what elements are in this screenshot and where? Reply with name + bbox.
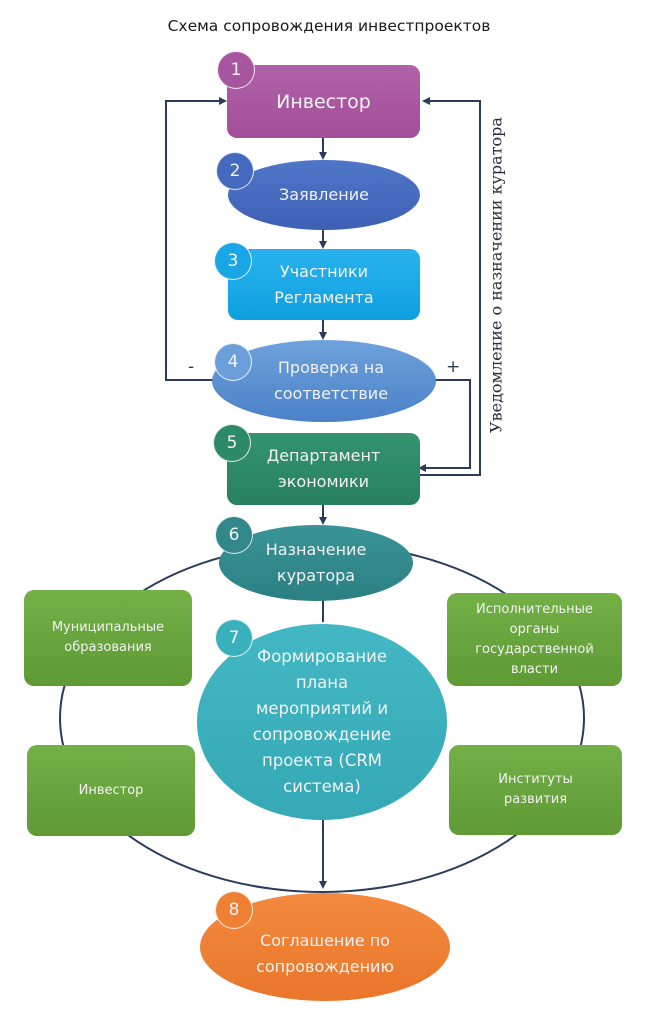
positive-branch-sign: + bbox=[446, 357, 461, 377]
step-number-badge: 4 bbox=[214, 343, 252, 381]
partner-municipalities[interactable]: Муниципальные образования bbox=[24, 590, 192, 686]
negative-branch-sign: - bbox=[188, 357, 195, 377]
step-action-plan[interactable]: Формирование плана мероприятий и сопрово… bbox=[197, 624, 447, 820]
step-number-badge: 1 bbox=[217, 51, 255, 89]
partner-label: Исполнительные органы государственной вл… bbox=[475, 601, 594, 677]
step-label: Формирование плана мероприятий и сопрово… bbox=[252, 647, 392, 796]
step-label: Департамент экономики bbox=[266, 446, 381, 491]
step-number-badge: 7 bbox=[215, 619, 253, 657]
partner-development-institutions[interactable]: Институты развития bbox=[449, 745, 622, 835]
edge-5-1-notification bbox=[420, 97, 481, 476]
step-number-badge: 5 bbox=[213, 424, 251, 462]
partner-label: Муниципальные образования bbox=[51, 620, 165, 655]
diagram-title: Схема сопровождения инвестпроектов bbox=[167, 17, 491, 35]
step-label: Соглашение по сопровождению bbox=[256, 931, 394, 976]
step-economy-department[interactable]: Департамент экономики bbox=[227, 433, 420, 505]
step-number-badge: 8 bbox=[215, 891, 253, 929]
edge-4-1-negative bbox=[165, 97, 227, 381]
step-label: Заявление bbox=[279, 185, 369, 204]
step-application[interactable]: Заявление bbox=[228, 160, 420, 230]
step-label: Участники Регламента bbox=[274, 261, 374, 307]
step-label: Инвестор bbox=[276, 90, 371, 113]
partner-label: Инвестор bbox=[78, 782, 144, 798]
notification-label: Уведомление о назначении куратора bbox=[486, 117, 506, 433]
step-number-badge: 2 bbox=[216, 152, 254, 190]
step-label: Проверка на соответствие bbox=[273, 358, 389, 403]
partner-executive-authorities[interactable]: Исполнительные органы государственной вл… bbox=[447, 593, 622, 686]
partner-label: Институты развития bbox=[498, 772, 573, 807]
step-number-badge: 6 bbox=[215, 516, 253, 554]
step-participants[interactable]: Участники Регламента bbox=[228, 249, 420, 320]
partner-investor[interactable]: Инвестор bbox=[27, 745, 195, 836]
step-investor[interactable]: Инвестор bbox=[227, 65, 420, 138]
step-label: Назначение куратора bbox=[265, 540, 367, 585]
edge-4-5-positive bbox=[418, 379, 471, 472]
step-number-badge: 3 bbox=[214, 242, 252, 280]
